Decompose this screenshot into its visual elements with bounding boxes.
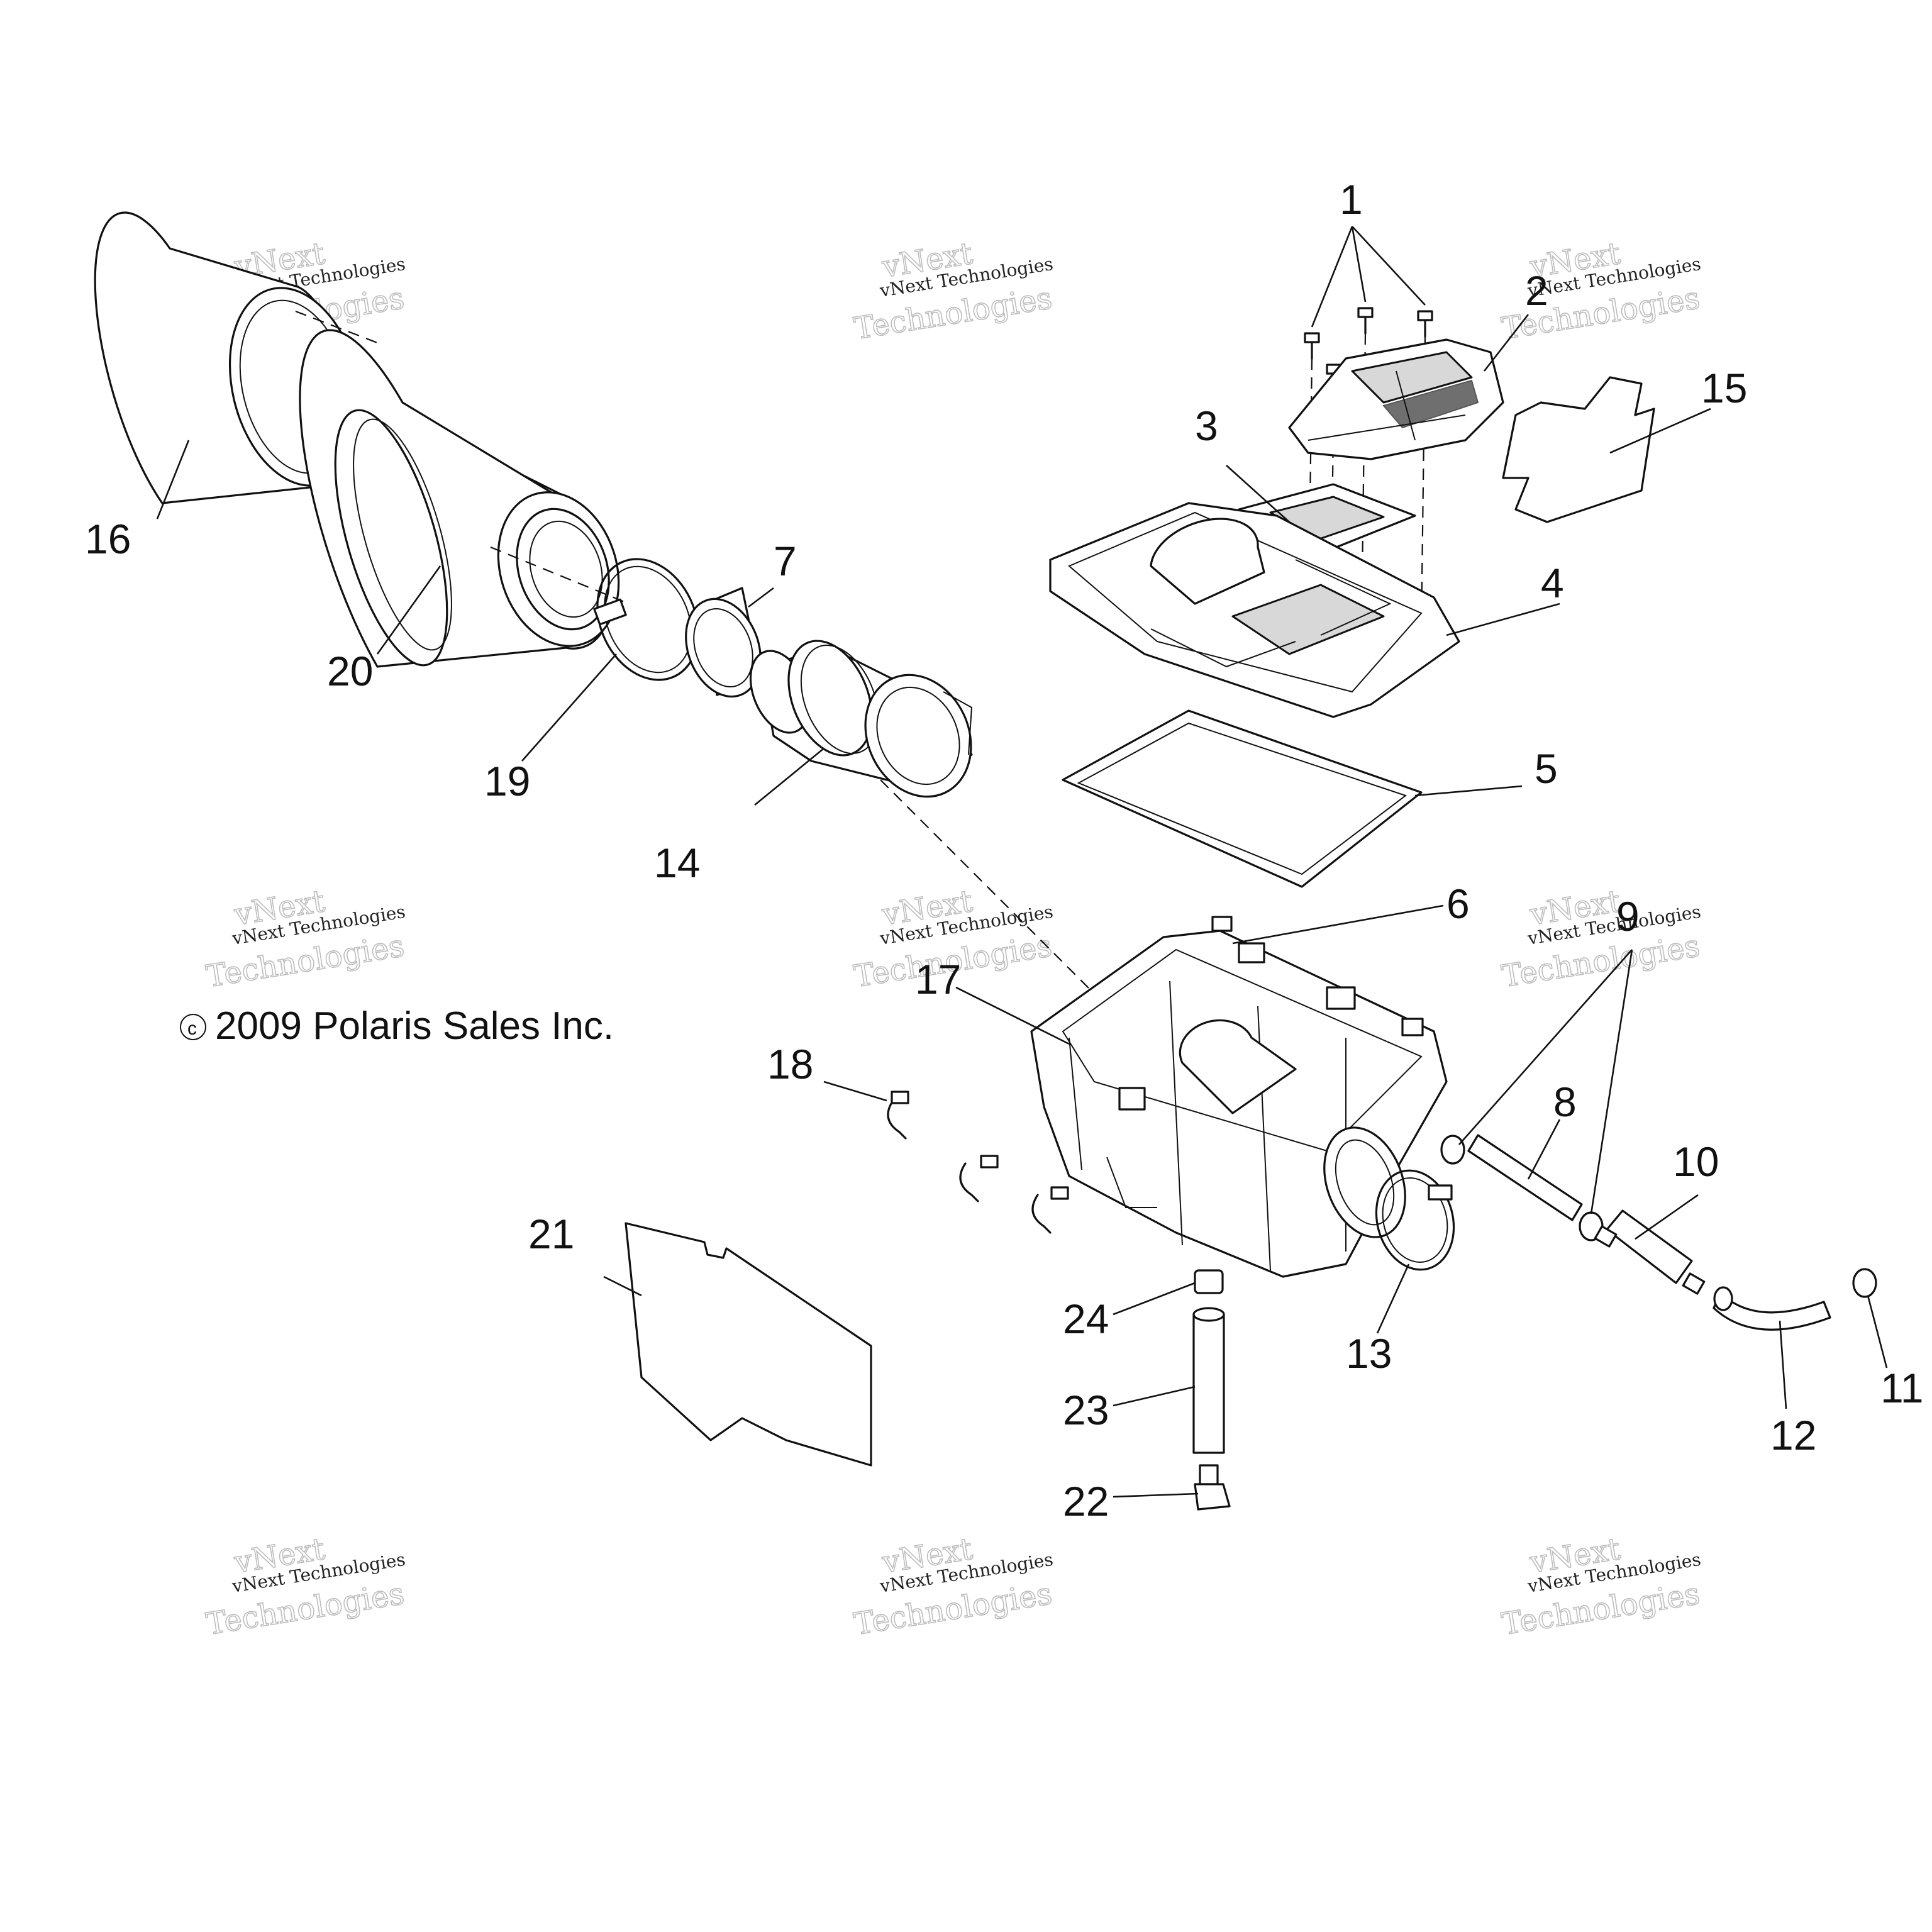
part-12-drain-hose [1713,1286,1831,1331]
part-18-clips [887,1091,1069,1234]
label-11: 11 [1880,1365,1924,1411]
label-19: 19 [484,758,530,804]
watermark-grid: vNext vNext Technologies Technologies vN… [203,235,1702,1643]
label-12: 12 [1770,1412,1816,1458]
label-15: 15 [1701,365,1747,411]
part-22-fitting [1194,1464,1231,1511]
part-labels: 1 2 3 4 5 6 7 8 9 10 11 12 13 14 15 16 1… [85,176,1924,1524]
part-10-check-valve [1594,1209,1706,1295]
label-13: 13 [1346,1330,1392,1377]
part-2-inlet-snorkel [1288,338,1504,460]
label-3: 3 [1195,402,1218,449]
copyright-circle-icon [180,1014,206,1040]
watermark-8: vNext vNext Technologies Technologies [851,1531,1055,1643]
label-17: 17 [915,956,961,1002]
copyright-symbol: c [187,1018,197,1039]
label-1: 1 [1340,176,1363,223]
assembly-line-14-17 [880,779,1183,1082]
copyright-text: 2009 Polaris Sales Inc. [215,1004,614,1048]
label-8: 8 [1553,1079,1577,1125]
screw-c [1357,307,1374,335]
part-23-tube [1192,1307,1225,1454]
copyright-notice: c 2009 Polaris Sales Inc. [180,1004,614,1048]
watermark-2: vNext vNext Technologies Technologies [851,235,1055,347]
label-21: 21 [528,1211,574,1257]
label-24: 24 [1063,1296,1109,1342]
leader-lines [156,226,1888,1498]
part-13-hose-clamp [1375,1169,1455,1271]
part-1-screws [1304,307,1433,391]
label-5: 5 [1535,745,1558,792]
part-14-intake-boot [749,640,973,798]
part-17-airbox-base [1030,930,1448,1278]
label-14: 14 [654,840,700,886]
part-4-airbox-cover [1049,502,1460,718]
label-20: 20 [327,648,373,694]
part-5-seal [1062,709,1423,888]
part-20-air-filter [299,329,630,668]
label-16: 16 [85,516,131,562]
watermark-6: vNext vNext Technologies Technologies [1499,883,1702,995]
part-11-clamp [1852,1268,1877,1298]
part-21-decal [625,1222,872,1467]
watermark-4: vNext vNext Technologies Technologies [203,883,407,995]
label-6: 6 [1446,880,1470,927]
part-7-coupler-ring [685,587,762,698]
label-2: 2 [1525,267,1548,314]
part-19-hose-clamp [593,558,699,681]
part-9-clamps [1440,1135,1604,1241]
watermark-7: vNext vNext Technologies Technologies [203,1531,407,1643]
label-10: 10 [1673,1138,1719,1185]
part-8-tube [1467,1134,1583,1221]
watermark-9: vNext vNext Technologies Technologies [1499,1531,1702,1643]
screw-d [1417,310,1433,338]
watermark-3: vNext vNext Technologies Technologies [1499,235,1702,347]
label-22: 22 [1063,1478,1109,1524]
part-15-decal [1502,376,1655,523]
screw-a [1304,332,1320,360]
label-4: 4 [1541,560,1564,606]
label-7: 7 [774,538,797,584]
label-23: 23 [1063,1387,1109,1433]
part-24-cap [1194,1269,1224,1294]
label-18: 18 [767,1041,813,1087]
label-9: 9 [1616,893,1640,940]
